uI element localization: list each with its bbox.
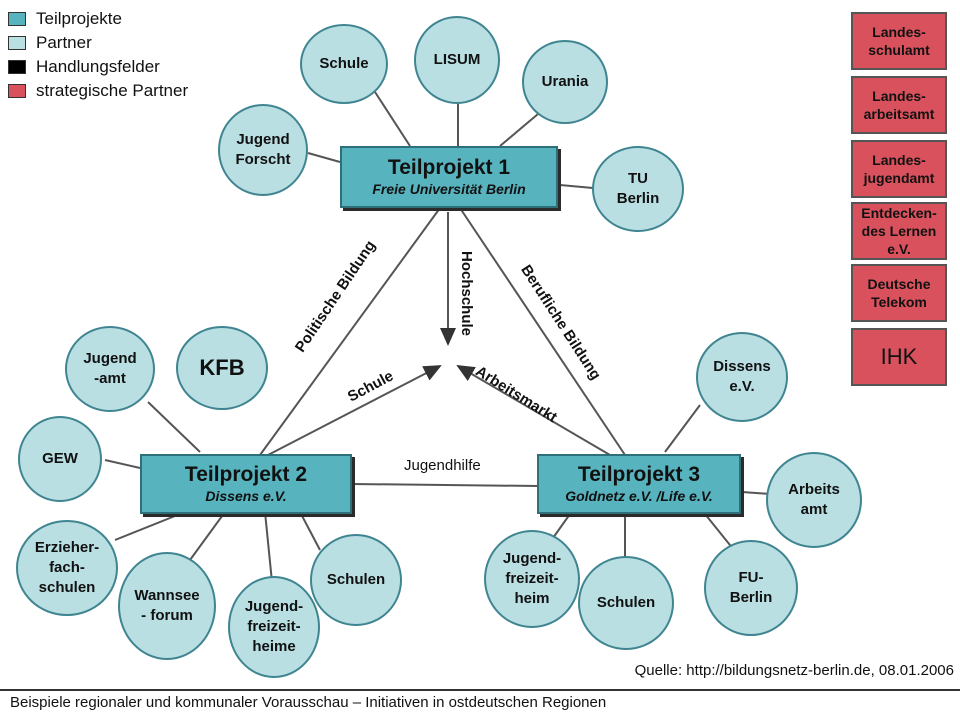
arrow-schule: [267, 365, 442, 456]
line-schule-p1: [374, 91, 411, 147]
line-arbeitsamt-p3: [741, 491, 771, 495]
legend-item-teilprojekte: Teilprojekte: [8, 8, 122, 30]
partner-schule: Schule: [300, 24, 388, 104]
partner-tu-berlin: TU Berlin: [592, 146, 684, 232]
legend-swatch: [8, 12, 26, 26]
partner-schulen-2: Schulen: [310, 534, 402, 626]
line-schulen-p2: [299, 511, 321, 551]
teilprojekt-2: Teilprojekt 2 Dissens e.V.: [140, 454, 352, 514]
legend-item-strategische-partner: strategische Partner: [8, 80, 188, 102]
line-jugendforscht-p1: [307, 152, 341, 163]
legend-swatch: [8, 36, 26, 50]
legend-label: Handlungsfelder: [36, 57, 160, 76]
source-caption: Quelle: http://bildungsnetz-berlin.de, 0…: [634, 662, 954, 679]
strategic-partner-landesjugendamt: Landes- jugendamt: [851, 140, 947, 198]
partner-lisum: LISUM: [414, 16, 500, 104]
line-dissens-p3: [664, 404, 701, 453]
strategic-partner-landesarbeitsamt: Landes- arbeitsamt: [851, 76, 947, 134]
footer-divider: [0, 689, 960, 691]
line-wannsee-p2: [189, 511, 226, 561]
line-gew-p2: [104, 459, 141, 469]
legend-swatch: [8, 60, 26, 74]
legend-swatch: [8, 84, 26, 98]
strategic-partner-entdeckendes-lernen: Entdecken- des Lernen e.V.: [851, 202, 947, 260]
strategic-partner-ihk: IHK: [851, 328, 947, 386]
teilprojekt-3: Teilprojekt 3 Goldnetz e.V. /Life e.V.: [537, 454, 741, 514]
teilprojekt-subtitle: Dissens e.V.: [205, 488, 287, 504]
strategic-partner-deutsche-telekom: Deutsche Telekom: [851, 264, 947, 322]
line-p1-p3: [459, 207, 626, 456]
strategic-partner-landesschulamt: Landes- schulamt: [851, 12, 947, 70]
teilprojekt-subtitle: Goldnetz e.V. /Life e.V.: [565, 488, 713, 504]
line-tu-p1: [559, 184, 594, 189]
legend-item-partner: Partner: [8, 32, 92, 54]
teilprojekt-title: Teilprojekt 2: [184, 463, 308, 486]
teilprojekt-subtitle: Freie Universität Berlin: [372, 181, 526, 197]
teilprojekt-1: Teilprojekt 1 Freie Universität Berlin: [340, 146, 558, 208]
line-erzieher-p2: [114, 511, 186, 541]
partner-fu-berlin: FU- Berlin: [704, 540, 798, 636]
field-jugendhilfe: Jugendhilfe: [404, 457, 481, 474]
partner-wannsee-forum: Wannsee - forum: [118, 552, 216, 660]
partner-kfb: KFB: [176, 326, 268, 410]
partner-dissens: Dissens e.V.: [696, 332, 788, 422]
line-p1-p2: [259, 207, 441, 456]
footer-caption: Beispiele regionaler und kommunaler Vora…: [10, 694, 607, 711]
partner-gew: GEW: [18, 416, 102, 502]
partner-jugendamt: Jugend -amt: [65, 326, 155, 412]
partner-arbeitsamt: Arbeits amt: [766, 452, 862, 548]
partner-jugend-forscht: Jugend Forscht: [218, 104, 308, 196]
partner-urania: Urania: [522, 40, 608, 124]
teilprojekt-title: Teilprojekt 3: [577, 463, 701, 486]
legend-label: Partner: [36, 33, 92, 52]
legend-label: strategische Partner: [36, 81, 189, 100]
partner-jugendfreizeitheime: Jugend- freizeit- heime: [228, 576, 320, 678]
line-urania-p1: [499, 113, 539, 147]
partner-schulen-3: Schulen: [578, 556, 674, 650]
arrow-arbeitsmarkt: [456, 364, 611, 456]
line-jugendfreizeit-p2: [264, 511, 273, 583]
legend-label: Teilprojekte: [36, 9, 122, 28]
legend-item-handlungsfelder: Handlungsfelder: [8, 56, 160, 78]
field-hochschule: Hochschule: [458, 250, 476, 337]
line-p2-p3: [351, 483, 539, 487]
teilprojekt-title: Teilprojekt 1: [387, 156, 511, 179]
line-jugendamt-p2: [147, 401, 201, 453]
partner-erzieherfachschulen: Erzieher- fach- schulen: [16, 520, 118, 616]
partner-jugendfreizeitheim: Jugend- freizeit- heim: [484, 530, 580, 628]
